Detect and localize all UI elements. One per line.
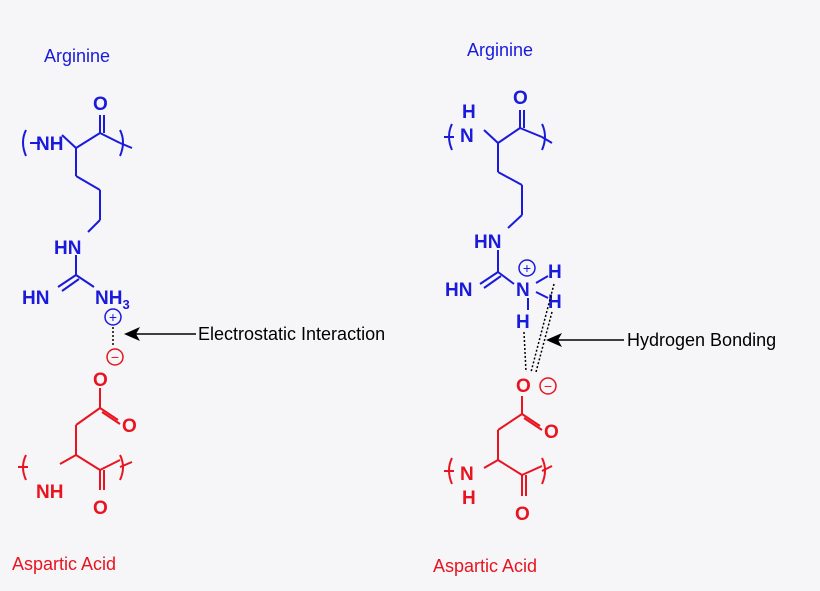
left-arginine-structure	[22, 115, 133, 292]
left-positive-charge-icon	[104, 308, 122, 326]
left-arg-imine-hn: HN	[22, 288, 49, 309]
left-asp-backbone-o: O	[93, 498, 108, 519]
right-aspartic-structure	[444, 396, 553, 496]
left-arrowhead-icon	[124, 327, 140, 341]
left-asp-backbone-nh: NH	[36, 482, 63, 503]
right-asp-backbone-n: N	[460, 464, 474, 485]
left-negative-charge-icon	[106, 348, 124, 366]
right-asp-carbonyl-o: O	[544, 422, 559, 443]
left-interaction-label: Electrostatic Interaction	[198, 324, 385, 344]
right-asp-backbone-o: O	[515, 504, 530, 525]
right-panel: Arginine H N O HN HN N	[433, 40, 776, 576]
right-arg-carbonyl-o: O	[513, 88, 528, 109]
left-arginine-title: Arginine	[44, 46, 110, 66]
left-aspartic-structure	[18, 388, 133, 490]
right-arg-backbone-n: N	[460, 126, 474, 147]
right-arrowhead-icon	[546, 333, 562, 347]
right-interaction-label: Hydrogen Bonding	[627, 330, 776, 350]
right-arg-h3: H	[516, 312, 530, 333]
left-panel: Arginine NH O HN HN NH3 +	[12, 46, 385, 574]
left-aspartic-title: Aspartic Acid	[12, 554, 116, 574]
right-hydrogen-bond-lines	[523, 283, 555, 373]
right-asp-o-minus: O	[516, 376, 531, 397]
right-arg-h2: H	[548, 292, 562, 313]
right-minus-sign: −	[544, 378, 552, 394]
right-positive-charge-icon	[518, 259, 536, 277]
right-arg-guanidine-hn: HN	[474, 232, 501, 253]
right-arg-h1: H	[548, 262, 562, 283]
left-asp-o-minus: O	[93, 370, 108, 391]
right-arginine-title: Arginine	[467, 40, 533, 60]
right-asp-backbone-h: H	[462, 488, 476, 509]
left-arg-backbone-nh: NH	[36, 134, 63, 155]
right-arg-backbone-h: H	[462, 102, 476, 123]
left-arg-nh3: NH3	[95, 288, 130, 312]
right-aspartic-title: Aspartic Acid	[433, 556, 537, 576]
left-asp-carbonyl-o: O	[122, 416, 137, 437]
right-plus-sign: +	[523, 260, 531, 276]
right-arg-cation-n: N	[516, 280, 530, 301]
left-plus-sign: +	[109, 309, 117, 325]
left-arg-carbonyl-o: O	[93, 94, 108, 115]
right-arginine-structure	[444, 110, 553, 310]
right-arg-imine-hn: HN	[445, 280, 472, 301]
left-arg-guanidine-hn: HN	[54, 238, 81, 259]
right-negative-charge-icon	[539, 377, 557, 395]
left-minus-sign: −	[111, 349, 119, 365]
